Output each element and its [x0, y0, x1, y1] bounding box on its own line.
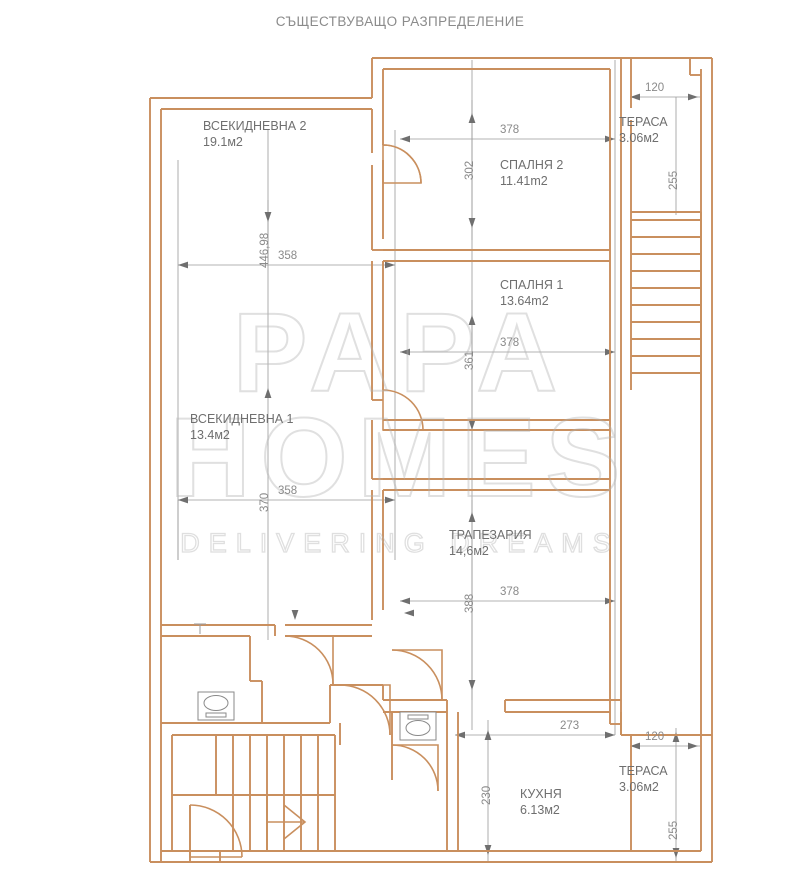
- arrow-living2-left: [178, 261, 188, 269]
- door-arc-hall-2: [339, 684, 391, 736]
- door-swings: [189, 144, 443, 858]
- arrow-bed2-h-down: [468, 218, 476, 228]
- stair-direction-arrow: [267, 804, 307, 840]
- door-leaf-hall-1: [285, 635, 334, 684]
- arrow-dining-h-down: [468, 680, 476, 690]
- arrow-dining-left: [400, 597, 410, 605]
- walls: [149, 57, 713, 863]
- arrow-kitchen-h-down: [484, 845, 492, 855]
- arrow-bed1-left: [400, 348, 410, 356]
- arrow-hall-right: [404, 609, 414, 617]
- arrow-living1-left: [178, 496, 188, 504]
- arrow-living-h-up: [264, 212, 272, 222]
- shower-symbol: [194, 623, 206, 634]
- door-leaf-hall-2: [340, 684, 391, 735]
- dimension-arrowheads: [178, 93, 698, 858]
- door-arc-wc-right: [391, 649, 443, 701]
- arrow-bed1-h-up: [468, 315, 476, 325]
- arrow-kitchen-left: [455, 731, 465, 739]
- door-arc-bedroom-1: [382, 389, 424, 431]
- arrow-terrace-top-right: [688, 93, 698, 101]
- arrow-terrace-top-left: [630, 93, 640, 101]
- door-arc-hall-1: [284, 635, 334, 685]
- wc-fixture-right: [399, 711, 437, 741]
- door-arc-entry: [189, 804, 243, 858]
- arrow-kitchen-h-up: [484, 730, 492, 740]
- fixtures: [194, 623, 437, 840]
- arrow-hall-down: [291, 610, 299, 620]
- door-leaf-kitchen: [392, 744, 439, 791]
- arrow-kitchen-right: [605, 731, 615, 739]
- arrow-bed1-h-down: [468, 420, 476, 430]
- arrow-terrace-bot-h-up: [672, 732, 680, 742]
- arrow-bed2-left: [400, 135, 410, 143]
- door-arc-bedroom-2: [382, 144, 422, 184]
- arrow-terrace-bot-left: [630, 742, 640, 750]
- door-leaf-entry: [189, 805, 242, 858]
- page-title: СЪЩЕСТВУВАЩО РАЗПРЕДЕЛЕНИЕ: [275, 14, 525, 29]
- door-leaf-wc-right: [392, 649, 443, 700]
- arrow-bed2-h-up: [468, 113, 476, 123]
- arrow-living1-right: [385, 496, 395, 504]
- arrow-terrace-bot-right: [688, 742, 698, 750]
- wc-fixture-left: [197, 691, 235, 721]
- arrow-living-h-down: [264, 388, 272, 398]
- arrow-dining-h-up: [468, 512, 476, 522]
- arrow-terrace-bot-h-down: [672, 848, 680, 858]
- dimension-lines: [177, 60, 700, 862]
- arrow-living2-right: [385, 261, 395, 269]
- door-arc-kitchen: [391, 744, 439, 792]
- door-leaf-bedroom-1: [382, 390, 423, 431]
